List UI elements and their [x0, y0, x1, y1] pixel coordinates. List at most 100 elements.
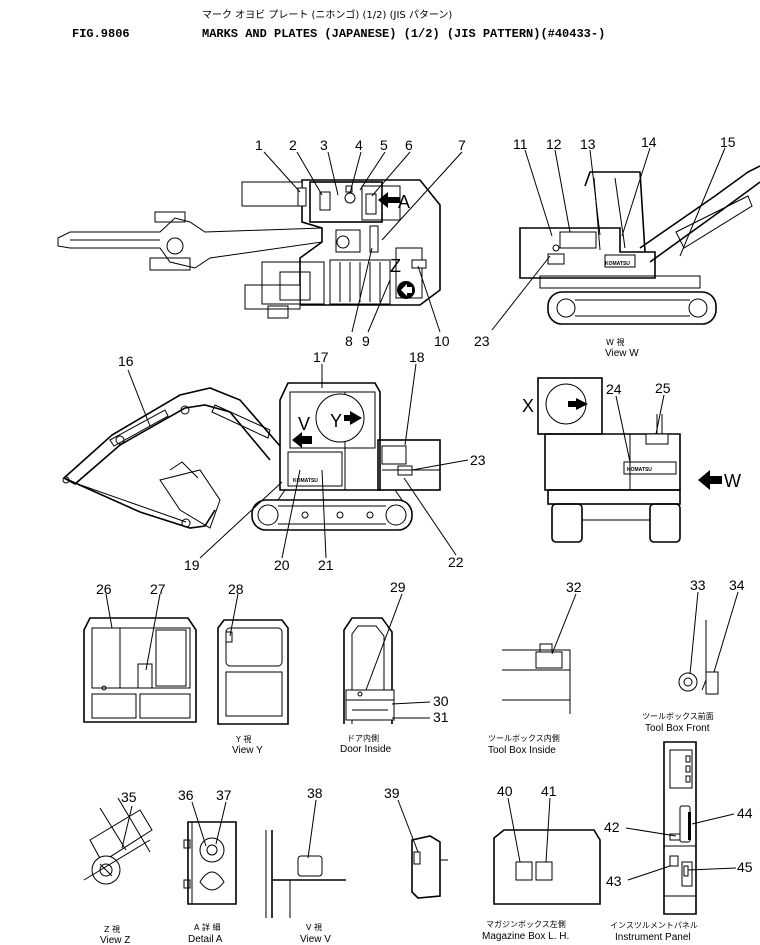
rear-view-drawing: KOMATSU	[537, 377, 722, 543]
cab-front-drawing	[83, 617, 197, 723]
callouts-view-w: 11 12 13 14 15 23	[474, 134, 736, 349]
caption-view-w-en: View W	[605, 348, 639, 359]
caption-detail-a-jp: A 詳 細	[194, 922, 221, 932]
callout-26: 26	[96, 581, 112, 597]
magazine-box-leaders	[507, 797, 551, 863]
rear-view-leaders	[615, 394, 665, 463]
callouts-tool-box-front: 33 34	[690, 577, 745, 593]
caption-tool-box-front-jp: ツールボックス前面	[642, 711, 714, 721]
callout-32: 32	[566, 579, 582, 595]
callout-29: 29	[390, 579, 406, 595]
header: マーク オヨビ プレート (ニホンゴ) (1/2) (JIS パターン) FIG…	[72, 8, 605, 41]
caption-view-y-en: View Y	[232, 745, 263, 756]
callout-17: 17	[313, 349, 329, 365]
callout-36: 36	[178, 787, 194, 803]
caption-view-z-en: View Z	[100, 935, 130, 945]
callout-37: 37	[216, 787, 232, 803]
callout-38: 38	[307, 785, 323, 801]
callout-18: 18	[409, 349, 425, 365]
callout-21: 21	[318, 557, 334, 573]
brand-side-view: KOMATSU	[293, 478, 318, 484]
view-letter-y: Y	[330, 411, 342, 431]
caption-detail-a-en: Detail A	[188, 934, 223, 945]
tool-box-front-leaders	[689, 591, 739, 675]
detail-a-leaders	[191, 801, 227, 847]
callouts-instrument-panel: 42 43 44 45	[604, 805, 753, 889]
instrument-panel-leaders	[625, 813, 737, 881]
caption-view-v: V 視 View V	[300, 923, 331, 945]
callouts-top-view: 1 2 3 4 5 6 7 8 9 10	[255, 137, 466, 349]
callouts-rear-view: 24 25	[606, 380, 671, 397]
magazine-box-drawing	[493, 829, 601, 905]
caption-tool-box-inside-jp: ツールボックス内側	[488, 733, 560, 743]
callout-31: 31	[433, 709, 449, 725]
view-letter-w: W	[724, 471, 741, 491]
callout-5: 5	[380, 137, 388, 153]
callout-45: 45	[737, 859, 753, 875]
title: MARKS AND PLATES (JAPANESE) (1/2) (JIS P…	[202, 27, 605, 41]
callout-20: 20	[274, 557, 290, 573]
callout-39: 39	[384, 785, 400, 801]
view-w-leaders	[491, 147, 726, 331]
callout-44: 44	[737, 805, 753, 821]
caption-view-v-en: View V	[300, 934, 331, 945]
callout-41: 41	[541, 783, 557, 799]
callout-13: 13	[580, 136, 596, 152]
item-39-leader	[397, 799, 419, 853]
callout-23-view-w: 23	[474, 333, 490, 349]
cab-front-leaders	[105, 593, 161, 671]
callouts-door-inside: 29 30 31	[390, 579, 449, 725]
side-view-drawing: KOMATSU	[62, 382, 441, 531]
view-z-leader	[121, 805, 133, 849]
tool-box-front-drawing	[678, 620, 719, 695]
instrument-panel-drawing	[663, 741, 697, 915]
callout-19: 19	[184, 557, 200, 573]
caption-tool-box-front-en: Tool Box Front	[645, 723, 710, 734]
caption-view-y: Y 視 View Y	[232, 735, 263, 756]
caption-door-inside-jp: ドア内側	[347, 733, 379, 743]
caption-magazine-box: マガジンボックス左側 Magazine Box L. H.	[482, 919, 569, 942]
callout-4: 4	[355, 137, 363, 153]
caption-tool-box-front: ツールボックス前面 Tool Box Front	[642, 711, 714, 734]
caption-view-w: W 視 View W	[605, 338, 639, 359]
caption-door-inside-en: Door Inside	[340, 744, 392, 755]
callout-35: 35	[121, 789, 137, 805]
callout-8: 8	[345, 333, 353, 349]
callouts-detail-a: 36 37	[178, 787, 232, 803]
door-inside-drawing	[343, 617, 395, 724]
callout-25: 25	[655, 380, 671, 396]
detail-a-drawing	[183, 821, 237, 905]
callout-10: 10	[434, 333, 450, 349]
caption-view-z: Z 視 View Z	[100, 925, 130, 945]
top-view-leaders	[263, 151, 463, 333]
caption-door-inside: ドア内側 Door Inside	[340, 733, 392, 755]
title-katakana: マーク オヨビ プレート (ニホンゴ) (1/2) (JIS パターン)	[202, 8, 452, 21]
callout-11: 11	[513, 136, 528, 152]
callout-27: 27	[150, 581, 166, 597]
callout-12: 12	[546, 136, 562, 152]
callout-28: 28	[228, 581, 244, 597]
fig-label: FIG.9806	[72, 27, 130, 41]
caption-view-v-jp: V 視	[306, 923, 322, 932]
view-letter-x: X	[522, 396, 534, 416]
callouts-magazine-box: 40 41	[497, 783, 557, 799]
callout-40: 40	[497, 783, 513, 799]
callout-14: 14	[641, 134, 657, 150]
caption-view-z-jp: Z 視	[104, 925, 120, 934]
callout-33: 33	[690, 577, 706, 593]
callout-22: 22	[448, 554, 464, 570]
callouts-cab-front: 26 27	[96, 581, 166, 597]
top-view-drawing	[57, 179, 441, 319]
view-letter-a: A	[398, 192, 410, 212]
view-v-drawing	[265, 830, 346, 918]
callout-24: 24	[606, 381, 622, 397]
callout-42: 42	[604, 819, 620, 835]
view-y-leader	[229, 593, 239, 637]
item-39-drawing	[411, 835, 448, 899]
door-inside-leaders	[365, 593, 431, 719]
caption-tool-box-inside: ツールボックス内側 Tool Box Inside	[488, 733, 560, 756]
caption-magazine-box-jp: マガジンボックス左側	[486, 919, 566, 929]
brand-view-w: KOMATSU	[605, 261, 630, 267]
callout-1: 1	[255, 137, 263, 153]
callout-30: 30	[433, 693, 449, 709]
